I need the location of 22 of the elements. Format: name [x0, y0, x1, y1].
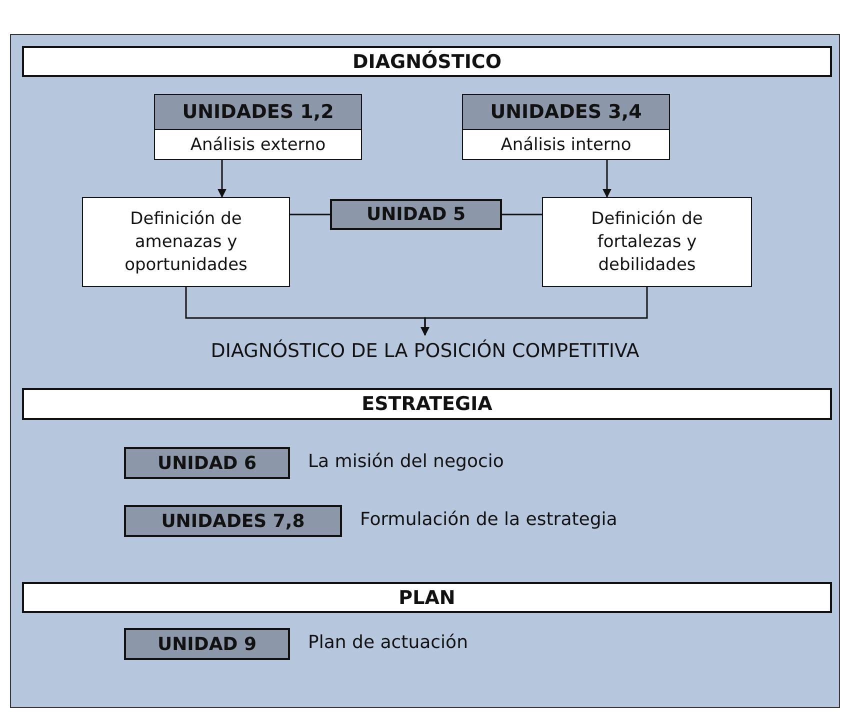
description-text: Formulación de la estrategia — [360, 509, 618, 530]
process-box: Definición de fortalezas y debilidades — [542, 197, 752, 287]
section-header-band: DIAGNÓSTICO — [22, 46, 832, 77]
unit-box — [462, 94, 670, 160]
description-text: La misión del negocio — [308, 451, 504, 472]
unit-label-box: UNIDADES 7,8 — [124, 505, 342, 537]
arrow — [602, 160, 612, 198]
unit-heading: UNIDADES 3,4 — [463, 95, 669, 130]
section-header-band: ESTRATEGIA — [22, 388, 832, 420]
description-text: Plan de actuación — [308, 632, 468, 653]
unit-label-box: UNIDAD 6 — [124, 447, 290, 479]
unit-description: Análisis interno — [500, 134, 632, 156]
unit-description: Análisis externo — [190, 134, 326, 156]
result-text: DIAGNÓSTICO DE LA POSICIÓN COMPETITIVA — [140, 335, 710, 367]
unit-label-box: UNIDAD 9 — [124, 628, 290, 660]
unit-heading: UNIDADES 1,2 — [155, 95, 361, 130]
arrow — [420, 287, 648, 336]
unit-label-box: UNIDAD 5 — [330, 199, 502, 230]
unit-box — [154, 94, 362, 160]
arrow — [218, 160, 226, 198]
process-box: Definición de amenazas y oportunidades — [82, 197, 290, 287]
section-header-band: PLAN — [22, 582, 832, 613]
